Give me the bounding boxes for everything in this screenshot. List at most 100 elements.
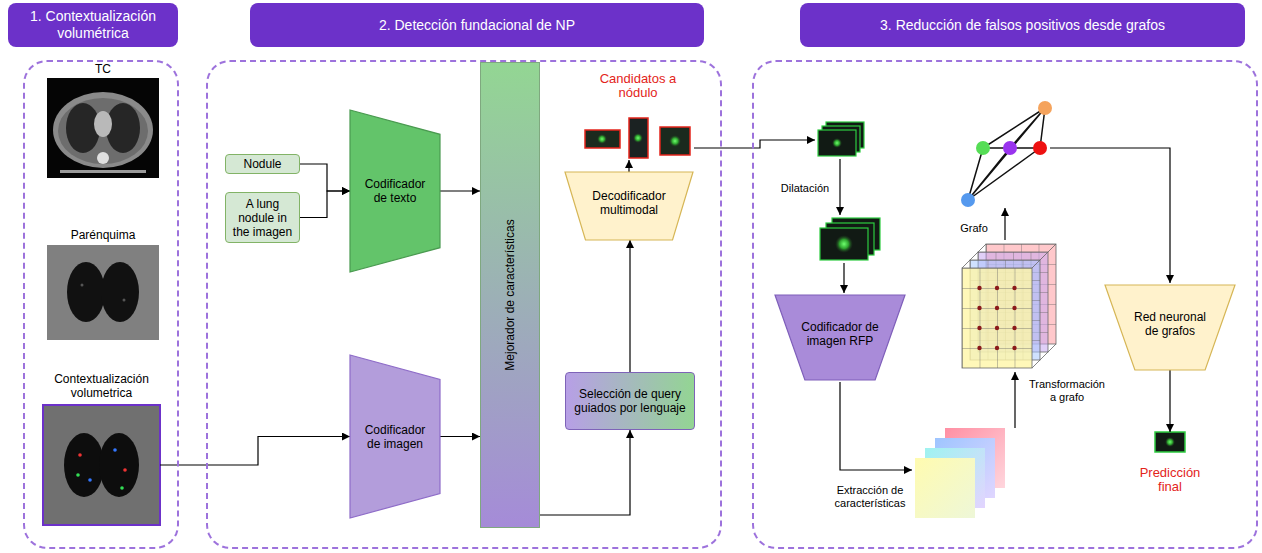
flow-arrow [840, 382, 912, 470]
label-slot: Transformación a grafo [1026, 378, 1108, 404]
parenchyma-image [81, 284, 84, 287]
stage-panel: 1. Contextualización volumétricaTC Parénq… [8, 3, 180, 549]
flow-arrow [1014, 372, 1015, 428]
graph-figure [968, 108, 1045, 200]
parenchyma-image [47, 245, 159, 340]
context-image [99, 433, 139, 497]
grid-volume [1012, 306, 1016, 310]
grid-volume [995, 346, 999, 350]
parenchyma-image [123, 299, 126, 302]
context-image [120, 486, 124, 490]
ct-image [58, 98, 148, 164]
candidate-crops [633, 133, 643, 143]
node-text: Parénquima [47, 228, 159, 242]
grid-volume [977, 306, 981, 310]
node-text: Codificador de imagen [360, 423, 430, 451]
trapezoid-shape [565, 172, 693, 240]
trapezoid-shape [775, 295, 905, 380]
grid-volume [962, 244, 1056, 368]
feature-maps [915, 428, 1005, 518]
graph-figure [961, 101, 1052, 207]
ct-image [53, 92, 153, 168]
grid-volume [995, 306, 999, 310]
panel-header: 2. Detección fundacional de NP [250, 3, 704, 47]
flow-connector [160, 437, 350, 466]
step-label: Extracción de características [826, 484, 914, 510]
flow-connector [440, 436, 480, 437]
flow-connector [1169, 370, 1170, 432]
step-label: Dilatación [776, 182, 834, 195]
node-text: 1. Contextualización volumétrica [16, 8, 170, 42]
parenchyma-image [101, 262, 139, 322]
feature-maps [915, 458, 975, 518]
graph-figure [1003, 141, 1017, 155]
panel-header: 1. Contextualización volumétrica [8, 3, 178, 47]
ct-image [60, 170, 146, 173]
node-text: Candidatos a nódulo [598, 72, 678, 100]
parenchyma-image [100, 280, 106, 296]
candidate-crops [585, 118, 690, 158]
candidate-crops [629, 118, 648, 158]
flow-connector [629, 240, 630, 372]
candidate-crops [660, 127, 690, 155]
flow-connector [300, 164, 350, 191]
crop-stack [818, 130, 856, 156]
parenchyma-image [67, 262, 105, 322]
node-text: 2. Detección fundacional de NP [379, 17, 575, 34]
graph-figure [961, 193, 975, 207]
node-text: Predicción final [1134, 466, 1206, 494]
context-image [78, 453, 82, 457]
prompt-box: Nodule [225, 154, 300, 174]
stage-panel: 3. Reducción de falsos positivos desde g… [752, 3, 1258, 549]
flow-connector [300, 191, 350, 218]
ct-image [47, 78, 159, 178]
context-slice: Contextualización volumetrica [43, 372, 160, 525]
node-text: Nodule [243, 157, 281, 171]
panel-header: 3. Reducción de falsos positivos desde g… [800, 3, 1245, 47]
prediction-crop [1155, 432, 1185, 452]
candidate-crops [597, 134, 607, 144]
feature-enhancer-bar: Mejorador de características [480, 62, 540, 528]
crop-stack [832, 138, 842, 148]
grid-volume [977, 326, 981, 330]
ct-image [94, 111, 112, 137]
flow-arrow [1004, 208, 1005, 240]
node-text: 3. Reducción de falsos positivos desde g… [880, 17, 1165, 34]
grid-volume [995, 326, 999, 330]
ct-image [97, 152, 109, 164]
grid-volume [962, 268, 1032, 368]
node-text: Red neuronal de grafos [1127, 310, 1213, 338]
parenchyma-image [47, 245, 159, 340]
dilated-crop-stack [820, 228, 868, 260]
node-text: Selección de query guiados por lenguaje [570, 387, 690, 415]
node-text: A lung nodule in the imagen [229, 197, 296, 239]
grid-volume [1012, 326, 1016, 330]
grid-volume [962, 244, 1056, 368]
graph-figure [976, 141, 990, 155]
trapezoid-shape [350, 355, 440, 518]
node-text: TC [47, 62, 159, 76]
candidate-group: Candidatos a nódulo [583, 72, 693, 160]
label-slot: Dilatación [776, 182, 834, 195]
ct-image [47, 78, 159, 178]
grid-volume [962, 268, 1032, 368]
prediction-crop [1155, 432, 1185, 452]
crop-stack [818, 122, 864, 156]
trapezoid-shape [1105, 285, 1235, 370]
prompt-box: A lung nodule in the imagen [225, 192, 300, 243]
node-text: Decodificador multimodal [587, 189, 671, 217]
label-slot: Grafo [956, 222, 992, 235]
flow-arrow [1050, 148, 1170, 283]
parenchyma-slice: Parénquima [47, 228, 159, 340]
ct-slice: TC [47, 62, 159, 178]
prediction-crop [1165, 437, 1175, 447]
flow-connector [628, 160, 629, 172]
step-label: Transformación a grafo [1026, 378, 1108, 404]
grid-volume [1012, 346, 1016, 350]
encoder-block: Codificador de imagen RFP [775, 295, 905, 380]
trapezoid-shape [350, 110, 440, 272]
gnn-block: Red neuronal de grafos [1105, 285, 1235, 370]
label-slot: Extracción de características [826, 484, 914, 510]
